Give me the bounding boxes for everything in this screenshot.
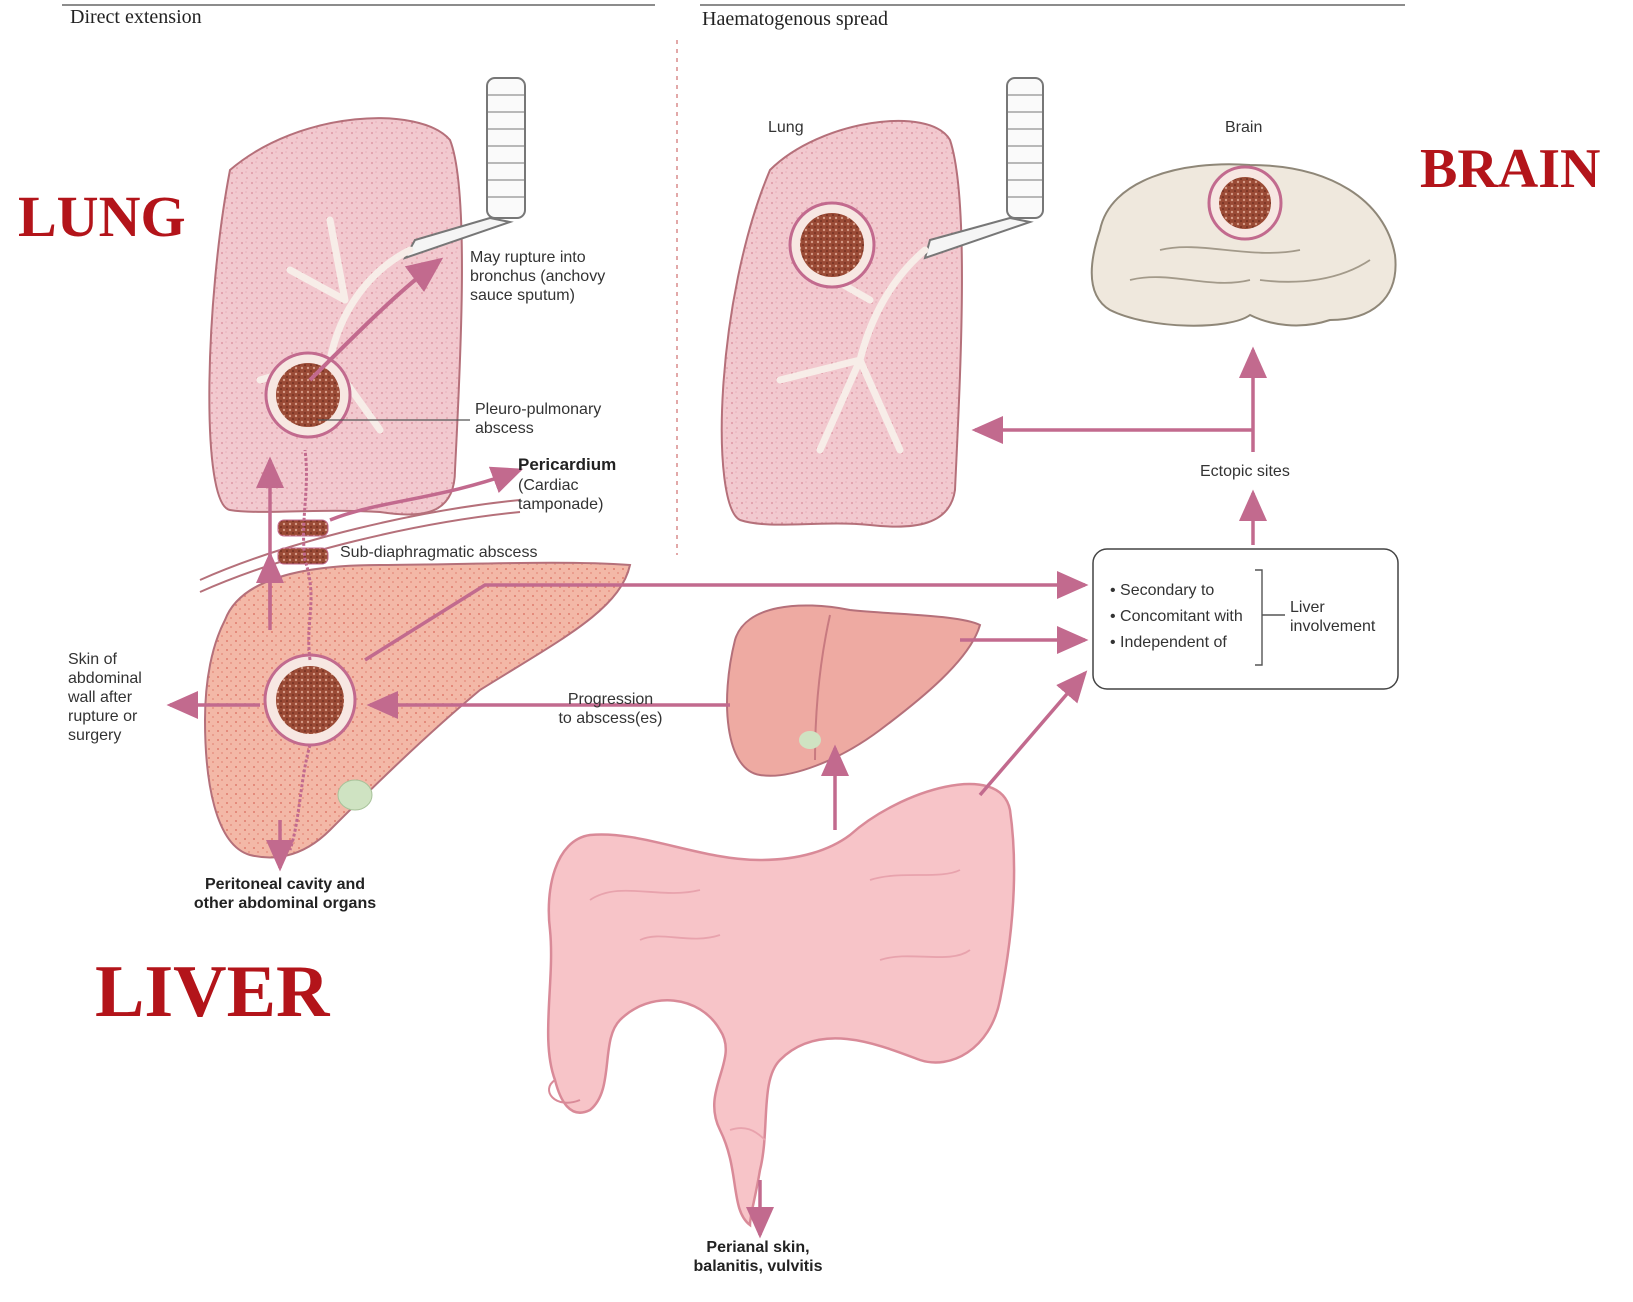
small-liver — [727, 605, 980, 775]
involvement-item-independent: • Independent of — [1110, 630, 1227, 656]
gallbladder — [338, 780, 372, 810]
label-progression: Progression to abscess(es) — [543, 690, 678, 728]
title-lung: LUNG — [18, 183, 186, 250]
label-brain-small: Brain — [1225, 118, 1262, 137]
right-lung — [722, 78, 1043, 527]
label-peritoneal: Peritoneal cavity and other abdominal or… — [175, 875, 395, 913]
involvement-label: Liver involvement — [1290, 598, 1375, 636]
involvement-item-concomitant: • Concomitant with — [1110, 604, 1243, 630]
label-skin-wall: Skin of abdominal wall after rupture or … — [68, 650, 142, 745]
title-brain: BRAIN — [1420, 137, 1600, 201]
header-haematogenous-spread: Haematogenous spread — [702, 8, 888, 31]
header-direct-extension: Direct extension — [70, 6, 202, 29]
label-pericardium-sub: (Cardiac tamponade) — [518, 476, 603, 514]
colon — [548, 784, 1014, 1225]
label-pleuro-abscess: Pleuro-pulmonary abscess — [475, 400, 601, 438]
title-liver: LIVER — [95, 950, 329, 1035]
label-perianal: Perianal skin, balanitis, vulvitis — [673, 1238, 843, 1276]
brain-illustration — [1092, 164, 1396, 325]
label-pericardium: Pericardium — [518, 455, 616, 474]
label-bronchus-rupture: May rupture into bronchus (anchovy sauce… — [470, 248, 605, 305]
label-ectopic: Ectopic sites — [1200, 462, 1290, 481]
label-lung-small: Lung — [768, 118, 804, 137]
involvement-item-secondary: • Secondary to — [1110, 578, 1214, 604]
label-subdiaphragmatic: Sub-diaphragmatic abscess — [340, 543, 537, 562]
